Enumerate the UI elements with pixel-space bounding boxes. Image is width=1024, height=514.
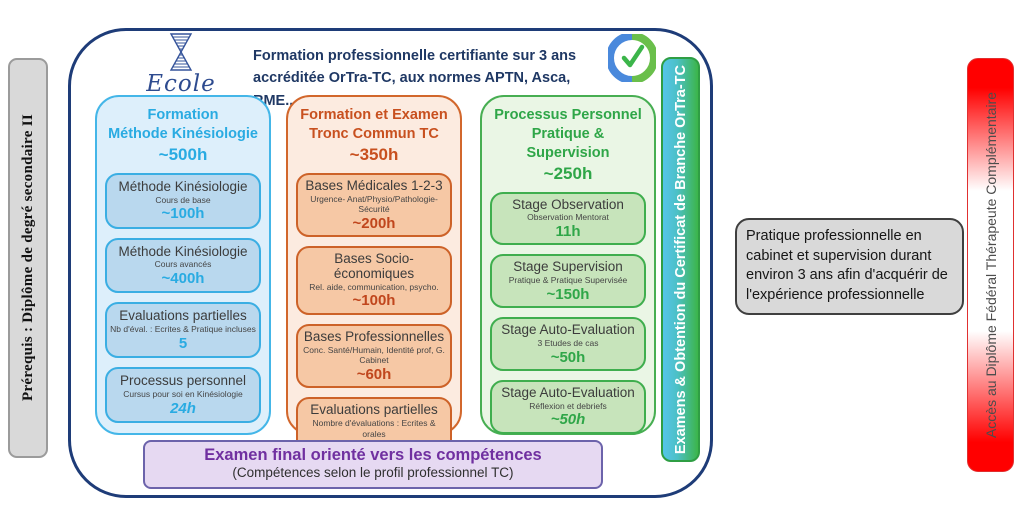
course-title: Bases Socio-économiques	[333, 251, 415, 281]
course-box: Evaluations partielles Nb d'éval. : Ecri…	[105, 302, 261, 359]
course-subtitle: Réflexion et debriefs	[529, 400, 607, 411]
program-title-line1: Formation professionnelle certifiante su…	[253, 48, 577, 64]
curriculum-container: Ecole Dynamis Formation professionnelle …	[68, 28, 713, 498]
certification-check-icon	[608, 34, 656, 82]
federal-diploma-access-label: Accès au Diplôme Fédéral Thérapeute Comp…	[982, 91, 999, 439]
course-title: Stage Auto-Evaluation	[501, 322, 635, 338]
course-box: Stage Supervision Pratique & Pratique Su…	[490, 254, 646, 309]
certificate-bar: Examens & Obtention du Certificat de Bra…	[661, 57, 700, 462]
final-exam-subtitle: (Compétences selon le profil professionn…	[232, 465, 514, 480]
course-subtitle: Conc. Santé/Humain, Identité prof, G. Ca…	[303, 344, 445, 366]
course-hours: ~100h	[161, 205, 205, 223]
column-header: Formation et Examen Tronc Commun TC ~350…	[296, 106, 452, 166]
course-subtitle: Nb d'éval. : Ecrites & Pratique incluses	[110, 324, 256, 335]
course-box: Stage Auto-Evaluation 3 Etudes de cas ~5…	[490, 317, 646, 371]
certificate-bar-label: Examens & Obtention du Certificat de Bra…	[672, 64, 689, 455]
professional-practice-note: Pratique professionnelle en cabinet et s…	[735, 218, 964, 315]
column-hours: ~250h	[543, 163, 593, 183]
course-box: Bases Socio-économiques Rel. aide, commu…	[296, 246, 452, 315]
column-pratique-supervision: Processus Personnel Pratique & Supervisi…	[480, 95, 656, 435]
course-hours: ~200h	[352, 214, 396, 232]
course-title: Bases Professionnelles	[303, 328, 445, 344]
course-box: Stage Observation Observation Mentorat 1…	[490, 191, 646, 246]
course-title: Bases Médicales 1-2-3	[305, 177, 443, 193]
final-exam-box: Examen final orienté vers les compétence…	[143, 440, 603, 489]
course-box: Processus personnel Cursus pour soi en K…	[105, 367, 261, 424]
course-subtitle: Rel. aide, communication, psycho.	[309, 281, 439, 292]
course-title: Evaluations partielles	[310, 402, 438, 418]
column-title-line2: Méthode Kinésiologie	[108, 125, 258, 142]
course-hours: ~150h	[546, 285, 590, 303]
course-subtitle: Observation Mentorat	[527, 212, 609, 223]
program-title: Formation professionnelle certifiante su…	[253, 45, 613, 112]
column-header: Formation Méthode Kinésiologie ~500h	[105, 106, 261, 166]
course-subtitle: Nombre d'évaluations : Ecrites & orales	[312, 417, 436, 439]
course-hours: 11h	[555, 223, 581, 241]
course-title: Méthode Kinésiologie	[118, 178, 248, 194]
course-title: Stage Supervision	[513, 259, 623, 275]
column-header: Processus Personnel Pratique & Supervisi…	[490, 106, 646, 185]
course-subtitle: Cours avancés	[154, 259, 212, 270]
course-box: Méthode Kinésiologie Cours avancés ~400h	[105, 237, 261, 294]
course-box: Méthode Kinésiologie Cours de base ~100h	[105, 172, 261, 229]
course-subtitle: Pratique & Pratique Supervisée	[508, 275, 628, 286]
course-box: Bases Professionnelles Conc. Santé/Humai…	[296, 323, 452, 389]
column-title-line1: Processus Personnel	[494, 107, 642, 123]
course-hours: ~400h	[161, 270, 205, 288]
column-title-line1: Formation et Examen	[300, 107, 448, 123]
column-tronc-commun: Formation et Examen Tronc Commun TC ~350…	[286, 95, 462, 462]
hourglass-logo-icon	[169, 33, 193, 71]
course-hours: ~60h	[356, 365, 392, 383]
column-hours: ~500h	[158, 144, 208, 164]
course-title: Processus personnel	[119, 373, 247, 389]
column-formation-kinesiologie: Formation Méthode Kinésiologie ~500h Mét…	[95, 95, 271, 435]
final-exam-title: Examen final orienté vers les compétence…	[204, 446, 542, 464]
course-hours: 24h	[170, 399, 196, 417]
course-hours: ~50h	[550, 411, 586, 429]
course-subtitle: Cursus pour soi en Kinésiologie	[123, 389, 243, 400]
course-title: Stage Observation	[512, 196, 624, 212]
course-subtitle: Urgence- Anat/Physio/Pathologie- Sécurit…	[310, 193, 438, 215]
course-box: Stage Auto-Evaluation Réflexion et debri…	[490, 379, 646, 434]
course-count: 5	[178, 334, 188, 352]
course-subtitle: Cours de base	[155, 194, 211, 205]
course-box: Bases Médicales 1-2-3 Urgence- Anat/Phys…	[296, 172, 452, 238]
prerequisite-bar: Prérequis : Diplôme de degré secondaire …	[8, 58, 48, 458]
course-title: Evaluations partielles	[119, 308, 247, 324]
column-title-line2: Pratique & Supervision	[526, 125, 610, 161]
federal-diploma-access-bar: Accès au Diplôme Fédéral Thérapeute Comp…	[967, 58, 1014, 472]
course-hours: ~100h	[352, 292, 396, 310]
column-title-line1: Formation	[147, 107, 219, 123]
course-title: Méthode Kinésiologie	[118, 243, 248, 259]
column-title-line2: Tronc Commun TC	[309, 125, 439, 142]
course-title: Stage Auto-Evaluation	[501, 384, 635, 400]
column-hours: ~350h	[349, 144, 399, 164]
course-subtitle: 3 Etudes de cas	[537, 337, 599, 348]
course-hours: ~50h	[550, 348, 586, 366]
prerequisite-label: Prérequis : Diplôme de degré secondaire …	[19, 114, 36, 402]
